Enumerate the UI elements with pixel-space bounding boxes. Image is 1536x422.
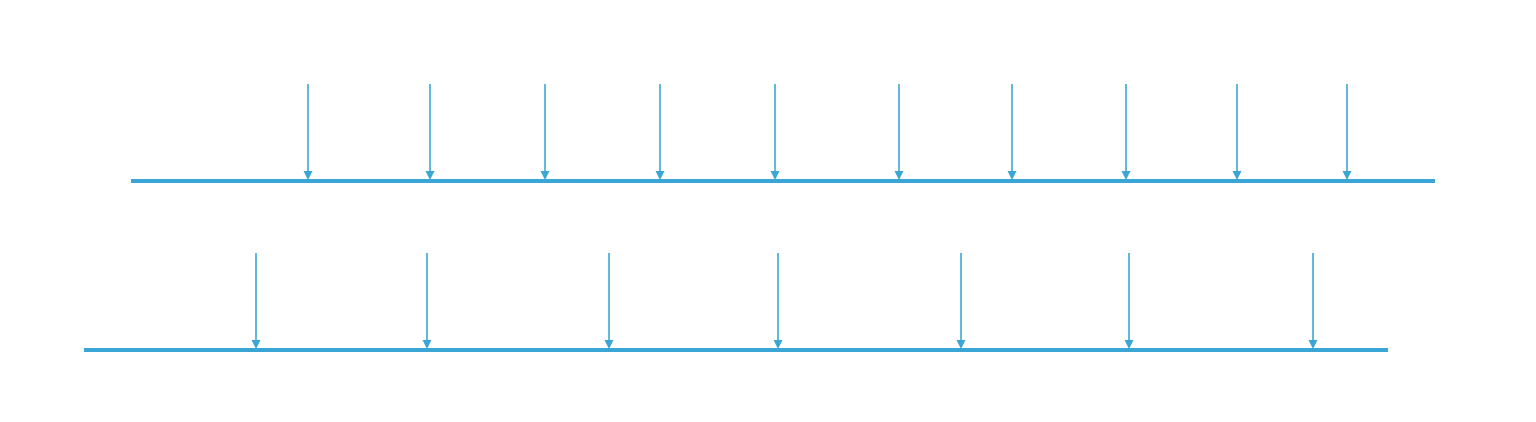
arrow-head-icon	[422, 340, 432, 349]
arrow-head-icon	[894, 171, 904, 180]
load-arrow	[1308, 253, 1318, 349]
arrow-head-icon	[1342, 171, 1352, 180]
load-arrow	[425, 84, 435, 180]
load-arrow	[1232, 84, 1242, 180]
load-arrow	[604, 253, 614, 349]
arrow-head-icon	[655, 171, 665, 180]
load-arrow	[655, 84, 665, 180]
arrow-head-icon	[540, 171, 550, 180]
load-arrow	[1342, 84, 1352, 180]
arrow-head-icon	[773, 340, 783, 349]
arrow-head-icon	[1232, 171, 1242, 180]
load-arrow	[773, 253, 783, 349]
bottom-row	[84, 253, 1388, 352]
load-arrow	[1007, 84, 1017, 180]
load-arrow	[956, 253, 966, 349]
arrow-head-icon	[303, 171, 313, 180]
arrow-head-icon	[425, 171, 435, 180]
load-arrow	[1121, 84, 1131, 180]
load-arrow	[303, 84, 313, 180]
load-arrow	[1124, 253, 1134, 349]
load-arrow	[422, 253, 432, 349]
load-arrow	[251, 253, 261, 349]
arrow-head-icon	[604, 340, 614, 349]
arrow-head-icon	[1121, 171, 1131, 180]
arrow-head-icon	[1007, 171, 1017, 180]
arrow-head-icon	[1124, 340, 1134, 349]
load-arrow	[770, 84, 780, 180]
load-arrow	[894, 84, 904, 180]
load-arrow	[540, 84, 550, 180]
arrow-head-icon	[251, 340, 261, 349]
arrow-head-icon	[1308, 340, 1318, 349]
top-row	[131, 84, 1435, 183]
arrow-head-icon	[956, 340, 966, 349]
arrow-head-icon	[770, 171, 780, 180]
